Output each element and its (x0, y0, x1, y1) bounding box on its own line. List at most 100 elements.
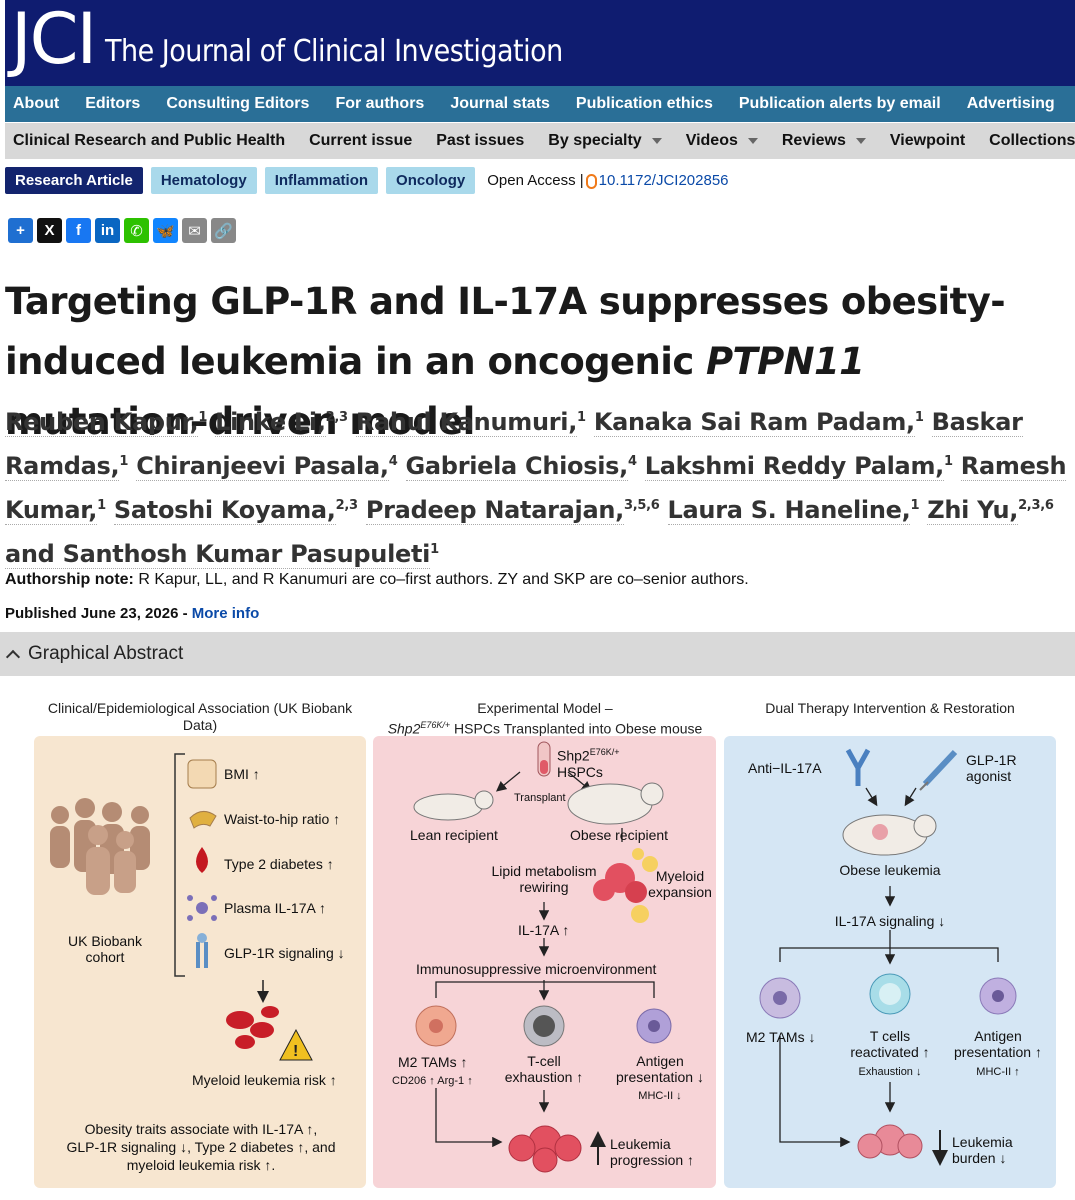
author[interactable]: Ramesh Kumar,1 (5, 452, 1067, 525)
facebook-icon[interactable]: f (66, 218, 91, 243)
author-name: Ramesh Kumar, (5, 452, 1067, 525)
author[interactable]: Zhi Yu,2,3,6 (927, 496, 1054, 525)
plus-icon[interactable]: + (8, 218, 33, 243)
cohort-label: UK Biobank cohort (68, 933, 142, 965)
author-affiliation: 1 (577, 410, 586, 425)
mhc2-up-label: MHC-II ↑ (976, 1066, 1020, 1078)
test-tube-icon (537, 741, 551, 777)
nav-secondary-item[interactable]: Clinical Research and Public Health (13, 132, 285, 150)
nav-secondary-item[interactable]: Collections (989, 132, 1075, 150)
author-name: Chiranjeevi Pasala, (136, 452, 389, 481)
nav-secondary-item[interactable]: Viewpoint (890, 132, 965, 150)
author[interactable]: Gabriela Chiosis,4 (405, 452, 637, 481)
obese-mouse-icon (567, 782, 664, 825)
published-date: Published June 23, 2026 - (5, 605, 192, 622)
trait-plasma-il17a: Plasma IL-17A ↑ (224, 900, 326, 916)
anti-il17a-label: Anti−IL-17A (748, 760, 822, 776)
graphical-abstract-toggle[interactable]: Graphical Abstract (0, 632, 1075, 676)
nav-primary-item[interactable]: Editors (85, 95, 141, 112)
m2-tam-reduced-icon (759, 977, 801, 1019)
m2-tams-up-label: M2 TAMs ↑ (398, 1054, 468, 1070)
copy-link-icon[interactable]: 🔗 (211, 218, 236, 243)
author[interactable]: Baskar Ramdas,1 (5, 408, 1023, 481)
doi-link[interactable]: 10.1172/JCI202856 (598, 171, 729, 189)
author-name: Lakshmi Reddy Palam, (644, 452, 944, 481)
leukemia-cells-icon (508, 1125, 582, 1173)
t-cell-exhaustion-label: T-cell exhaustion ↑ (504, 1053, 584, 1085)
hspc-label: Shp2E76K/+HSPCs (557, 744, 619, 780)
open-access-icon (585, 173, 597, 189)
author[interactable]: Reuben Kapur,1 (5, 408, 207, 437)
nav-primary-item[interactable]: Consulting Editors (166, 95, 310, 112)
nav-primary-item[interactable]: Publication alerts by email (738, 95, 941, 112)
nav-primary-item[interactable]: Publication ethics (575, 95, 713, 112)
receptor-icon (196, 933, 208, 968)
author-name: Baskar Ramdas, (5, 408, 1023, 481)
obese-recipient-label: Obese recipient (570, 827, 669, 843)
graphical-abstract-label: Graphical Abstract (28, 643, 184, 664)
nav-primary-item[interactable]: For authors (335, 95, 425, 112)
jci-logo[interactable]: JCI (11, 0, 97, 80)
author[interactable]: Laura S. Haneline,1 (667, 496, 919, 525)
more-info-link[interactable]: More info (191, 605, 260, 622)
author-affiliation: 1 (119, 454, 129, 469)
bluesky-icon[interactable]: 🦋 (153, 218, 178, 243)
nav-secondary-item[interactable]: Reviews (782, 132, 866, 150)
title-text: Targeting GLP-1R and IL-17A suppresses o… (5, 280, 1006, 383)
leukemia-progression-label: Leukemia progression ↑ (610, 1136, 695, 1168)
article-title: Targeting GLP-1R and IL-17A suppresses o… (5, 272, 1075, 452)
syringe-icon (919, 749, 958, 791)
article-type-tag[interactable]: Research Article (5, 166, 143, 194)
caret-down-icon (651, 138, 662, 144)
hspc-gene: Shp2 (557, 747, 590, 764)
nav-secondary-item[interactable]: By specialty (548, 132, 662, 150)
antibody-icon (845, 748, 871, 786)
nav-primary-item[interactable]: About (13, 95, 60, 112)
author[interactable]: Rahul Kanumuri,1 (355, 408, 586, 437)
wechat-icon[interactable]: ✆ (124, 218, 149, 243)
author[interactable]: Linke Li,2,3 (215, 408, 348, 437)
nav-secondary-item[interactable]: Videos (686, 132, 758, 150)
myeloid-risk-label: Myeloid leukemia risk ↑ (192, 1072, 337, 1088)
topic-tag-inflammation[interactable]: Inflammation (264, 166, 379, 194)
linkedin-icon[interactable]: in (95, 218, 120, 243)
author-name: and Santhosh Kumar Pasupuleti (5, 540, 431, 569)
nav-primary-item[interactable]: Journal stats (450, 95, 550, 112)
nav-secondary-label: Current issue (309, 132, 413, 149)
x-icon[interactable]: X (37, 218, 62, 243)
nav-secondary-label: By specialty (548, 132, 642, 149)
author[interactable]: Lakshmi Reddy Palam,1 (644, 452, 953, 481)
email-icon[interactable]: ✉ (182, 218, 207, 243)
myeloid-cells-icon (593, 848, 658, 923)
author[interactable]: Kanaka Sai Ram Padam,1 (593, 408, 924, 437)
trait-glp1r-signaling: GLP-1R signaling ↓ (224, 945, 345, 961)
t-cells-reactivated-label: T cells reactivated ↑ (850, 1028, 930, 1060)
topic-tag-hematology[interactable]: Hematology (150, 166, 257, 194)
m2-markers-label: CD206 ↑ Arg-1 ↑ (392, 1075, 473, 1087)
author[interactable]: Pradeep Natarajan,3,5,6 (365, 496, 660, 525)
author[interactable]: and Santhosh Kumar Pasupuleti1 (5, 540, 439, 569)
author[interactable]: Satoshi Koyama,2,3 (113, 496, 358, 525)
trait-bmi: BMI ↑ (224, 766, 260, 782)
topic-tag-oncology[interactable]: Oncology (386, 166, 476, 194)
secondary-nav: Clinical Research and Public Health Curre… (5, 123, 1075, 159)
svg-text:!: ! (293, 1043, 298, 1060)
author-name: Gabriela Chiosis, (405, 452, 628, 481)
author-affiliation: 1 (914, 410, 924, 425)
chevron-up-icon (5, 649, 21, 664)
author-name: Satoshi Koyama, (113, 496, 336, 525)
antigen-cell-restored-icon (979, 977, 1017, 1015)
panel2-header-line1: Experimental Model – (477, 700, 613, 716)
nav-secondary-label: Collections (989, 132, 1075, 149)
trait-waist-to-hip: Waist-to-hip ratio ↑ (224, 811, 341, 827)
journal-name[interactable]: The Journal of Clinical Investigation (105, 34, 563, 69)
lean-mouse-icon (413, 790, 494, 821)
nav-secondary-item[interactable]: Current issue (309, 132, 412, 150)
exhaustion-down-label: Exhaustion ↓ (858, 1066, 922, 1078)
nav-primary-item[interactable]: Advertising (966, 95, 1055, 112)
author-affiliation: 2,3,6 (1018, 498, 1054, 513)
author[interactable]: Chiranjeevi Pasala,4 (136, 452, 398, 481)
nav-secondary-item[interactable]: Past issues (436, 132, 524, 150)
leukemia-burden-label: Leukemia burden ↓ (952, 1134, 1013, 1166)
nav-secondary-label: Reviews (781, 132, 846, 149)
